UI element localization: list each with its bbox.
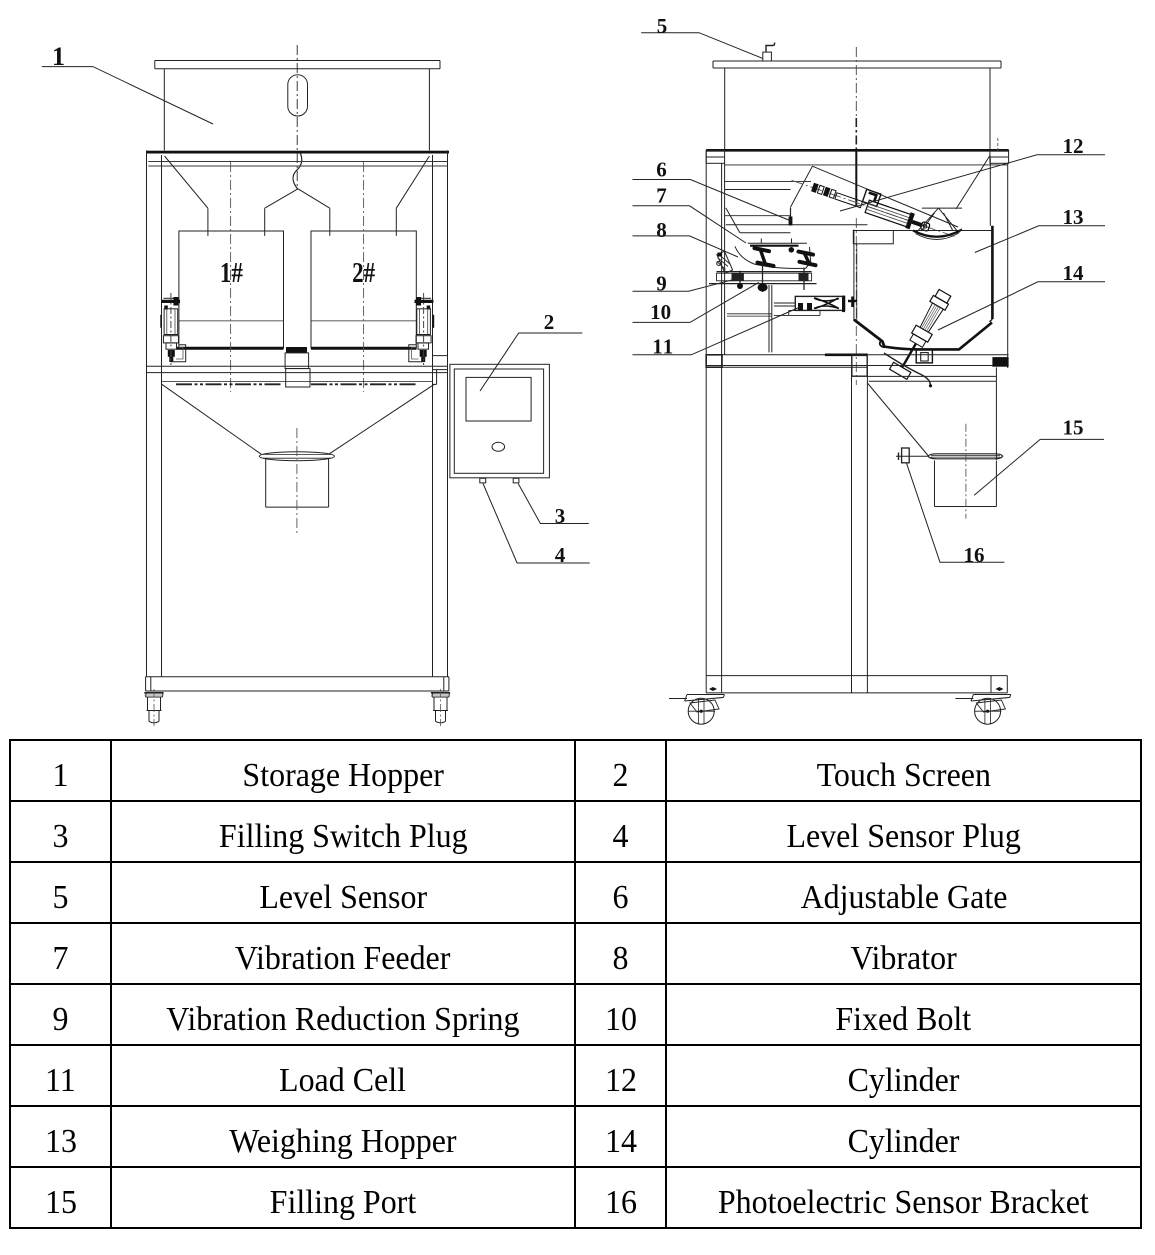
svg-text:5: 5 bbox=[657, 14, 668, 38]
svg-text:6: 6 bbox=[656, 157, 667, 181]
svg-text:7: 7 bbox=[656, 184, 667, 208]
svg-text:12: 12 bbox=[1063, 134, 1084, 158]
svg-text:9: 9 bbox=[656, 271, 667, 295]
svg-text:2: 2 bbox=[544, 310, 555, 334]
svg-text:10: 10 bbox=[650, 300, 671, 324]
svg-text:16: 16 bbox=[964, 543, 985, 567]
svg-text:11: 11 bbox=[652, 334, 673, 358]
svg-text:2#: 2# bbox=[352, 258, 375, 289]
svg-text:8: 8 bbox=[656, 218, 667, 242]
svg-text:15: 15 bbox=[1063, 416, 1084, 440]
svg-text:14: 14 bbox=[1063, 261, 1085, 285]
svg-text:4: 4 bbox=[555, 543, 566, 567]
svg-text:1: 1 bbox=[52, 42, 65, 71]
svg-text:13: 13 bbox=[1063, 205, 1084, 229]
svg-text:1#: 1# bbox=[220, 258, 243, 289]
svg-text:3: 3 bbox=[555, 504, 566, 528]
